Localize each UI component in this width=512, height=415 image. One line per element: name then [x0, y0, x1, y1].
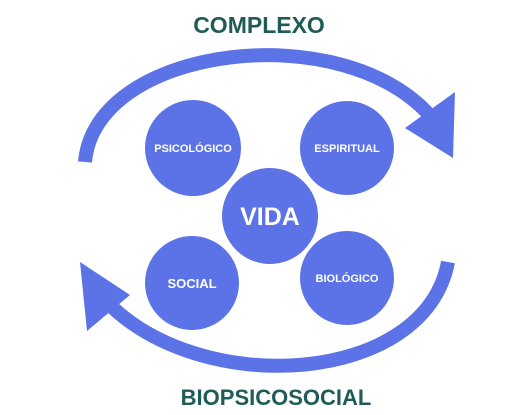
node-top-right: ESPIRITUAL [300, 101, 394, 195]
bottom-heading: BIOPSICOSOCIAL [181, 385, 372, 410]
node-top-right-circle [300, 101, 394, 195]
node-top-right-label: ESPIRITUAL [314, 143, 380, 155]
node-bottom-right: BIOLÓGICO [300, 231, 394, 325]
top-heading: COMPLEXO [193, 12, 325, 38]
node-top-left: PSICOLÓGICO [145, 100, 241, 196]
lower-arrow-shaft [99, 260, 455, 373]
node-bottom-right-label: BIOLÓGICO [316, 272, 379, 285]
node-top-left-circle [145, 100, 241, 196]
node-center-label: VIDA [240, 203, 300, 231]
node-bottom-left: SOCIAL [145, 236, 239, 330]
node-bottom-left-label: SOCIAL [167, 276, 216, 291]
node-bottom-right-circle [300, 231, 394, 325]
node-bottom-left-circle [145, 236, 239, 330]
upper-cycle-arrow [78, 48, 455, 163]
lower-cycle-arrow [80, 260, 455, 373]
upper-arrow-head-icon [405, 92, 455, 158]
node-top-left-label: PSICOLÓGICO [154, 142, 232, 155]
node-center-circle [218, 164, 322, 268]
upper-arrow-shaft [78, 48, 438, 163]
node-center: VIDA [218, 164, 322, 268]
lower-arrow-head-icon [80, 262, 130, 331]
